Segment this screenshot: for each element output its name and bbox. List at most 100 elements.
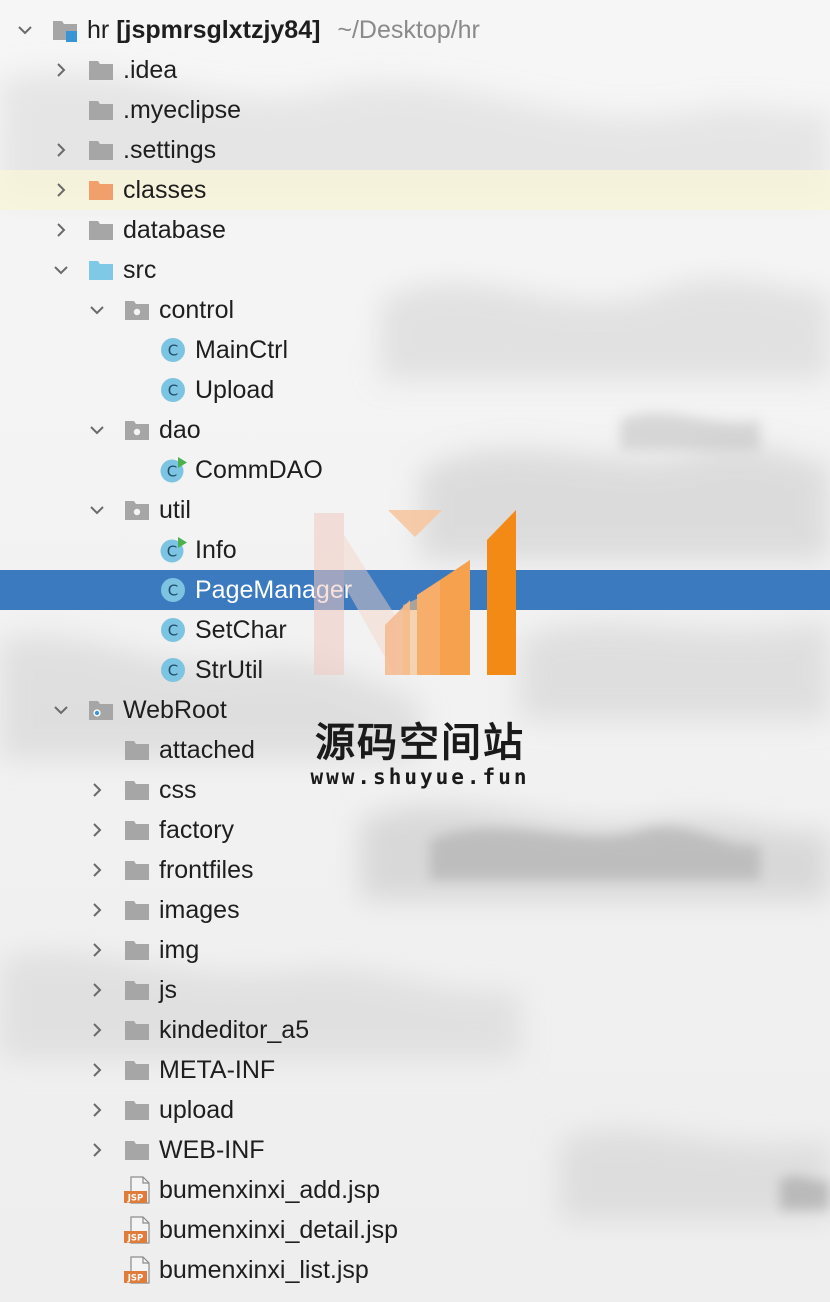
tree-item-label: .settings xyxy=(123,136,217,164)
project-tree: hr [jspmrsglxtzjy84] ~/Desktop/hr .idea.… xyxy=(0,10,830,1290)
tree-item-label: MainCtrl xyxy=(195,336,289,364)
tree-root-hr[interactable]: hr [jspmrsglxtzjy84] ~/Desktop/hr xyxy=(0,10,830,50)
tree-item-label: js xyxy=(159,976,178,1004)
chevron-right-icon[interactable] xyxy=(88,1061,106,1079)
package-icon xyxy=(123,416,151,444)
svg-text:C: C xyxy=(168,382,178,400)
package-icon xyxy=(123,496,151,524)
tree-item-dao[interactable]: dao xyxy=(0,410,830,450)
tree-item-myeclipse[interactable]: .myeclipse xyxy=(0,90,830,130)
tree-item-database[interactable]: database xyxy=(0,210,830,250)
tree-item-upload[interactable]: C Upload xyxy=(0,370,830,410)
module-folder-icon xyxy=(51,16,79,44)
tree-item-label: css xyxy=(159,776,197,804)
tree-item-web-inf[interactable]: WEB-INF xyxy=(0,1130,830,1170)
tree-item-idea[interactable]: .idea xyxy=(0,50,830,90)
tree-item-info[interactable]: C Info xyxy=(0,530,830,570)
class-icon: C xyxy=(159,376,187,404)
tree-item-label: StrUtil xyxy=(195,656,264,684)
tree-item-mainctrl[interactable]: C MainCtrl xyxy=(0,330,830,370)
tree-item-label: attached xyxy=(159,736,255,764)
tree-item-label: Info xyxy=(195,536,237,564)
folder-orange-icon xyxy=(87,176,115,204)
tree-item-label: upload xyxy=(159,1096,235,1124)
chevron-down-icon[interactable] xyxy=(88,301,106,319)
tree-item-upload[interactable]: upload xyxy=(0,1090,830,1130)
tree-item-label: WebRoot xyxy=(123,696,227,724)
tree-item-label: Upload xyxy=(195,376,275,404)
chevron-right-icon[interactable] xyxy=(88,821,106,839)
tree-item-util[interactable]: util xyxy=(0,490,830,530)
jsp-file-icon: JSP xyxy=(123,1256,151,1284)
tree-item-label: classes xyxy=(123,176,207,204)
tree-item-label: .myeclipse xyxy=(123,96,242,124)
tree-rows: .idea .myeclipse .settings classes database s… xyxy=(0,50,830,1290)
tree-item-label: img xyxy=(159,936,200,964)
chevron-right-icon[interactable] xyxy=(52,181,70,199)
folder-gray-icon xyxy=(87,56,115,84)
tree-item-label: bumenxinxi_list.jsp xyxy=(159,1256,369,1284)
tree-item-label: control xyxy=(159,296,235,324)
svg-text:C: C xyxy=(168,622,178,640)
tree-item-kindeditor-a5[interactable]: kindeditor_a5 xyxy=(0,1010,830,1050)
tree-item-meta-inf[interactable]: META-INF xyxy=(0,1050,830,1090)
chevron-down-icon[interactable] xyxy=(88,501,106,519)
chevron-down-icon[interactable] xyxy=(52,261,70,279)
svg-text:JSP: JSP xyxy=(127,1194,144,1204)
chevron-right-icon[interactable] xyxy=(88,941,106,959)
folder-gray-icon xyxy=(123,976,151,1004)
project-path: ~/Desktop/hr xyxy=(337,16,480,44)
tree-item-settings[interactable]: .settings xyxy=(0,130,830,170)
class-icon: C xyxy=(159,616,187,644)
tree-item-images[interactable]: images xyxy=(0,890,830,930)
tree-item-js[interactable]: js xyxy=(0,970,830,1010)
chevron-down-icon[interactable] xyxy=(16,21,34,39)
folder-gray-icon xyxy=(123,856,151,884)
folder-gray-icon xyxy=(123,1136,151,1164)
chevron-right-icon[interactable] xyxy=(88,1141,106,1159)
chevron-down-icon[interactable] xyxy=(88,421,106,439)
chevron-right-icon[interactable] xyxy=(88,901,106,919)
svg-text:C: C xyxy=(168,342,178,360)
tree-item-classes[interactable]: classes xyxy=(0,170,830,210)
tree-item-css[interactable]: css xyxy=(0,770,830,810)
chevron-right-icon[interactable] xyxy=(52,61,70,79)
tree-item-label: CommDAO xyxy=(195,456,323,484)
chevron-right-icon[interactable] xyxy=(52,221,70,239)
tree-item-factory[interactable]: factory xyxy=(0,810,830,850)
class-icon: C xyxy=(159,336,187,364)
tree-item-img[interactable]: img xyxy=(0,930,830,970)
svg-text:C: C xyxy=(168,582,178,600)
web-folder-icon xyxy=(87,696,115,724)
tree-item-bumenxinxi-list-jsp[interactable]: JSP bumenxinxi_list.jsp xyxy=(0,1250,830,1290)
folder-gray-icon xyxy=(123,1056,151,1084)
class-icon: C xyxy=(159,576,187,604)
chevron-right-icon[interactable] xyxy=(88,1021,106,1039)
project-name: hr xyxy=(87,16,110,44)
tree-item-attached[interactable]: attached xyxy=(0,730,830,770)
tree-item-src[interactable]: src xyxy=(0,250,830,290)
chevron-right-icon[interactable] xyxy=(88,781,106,799)
chevron-right-icon[interactable] xyxy=(52,141,70,159)
chevron-down-icon[interactable] xyxy=(52,701,70,719)
folder-gray-icon xyxy=(123,896,151,924)
folder-gray-icon xyxy=(123,1096,151,1124)
tree-item-label: src xyxy=(123,256,157,284)
chevron-right-icon[interactable] xyxy=(88,861,106,879)
chevron-right-icon[interactable] xyxy=(88,981,106,999)
class-run-icon: C xyxy=(159,536,187,564)
tree-item-control[interactable]: control xyxy=(0,290,830,330)
tree-item-frontfiles[interactable]: frontfiles xyxy=(0,850,830,890)
jsp-file-icon: JSP xyxy=(123,1216,151,1244)
folder-gray-icon xyxy=(123,1016,151,1044)
folder-gray-icon xyxy=(123,736,151,764)
svg-text:JSP: JSP xyxy=(127,1234,144,1244)
tree-item-webroot[interactable]: WebRoot xyxy=(0,690,830,730)
chevron-right-icon[interactable] xyxy=(88,1101,106,1119)
